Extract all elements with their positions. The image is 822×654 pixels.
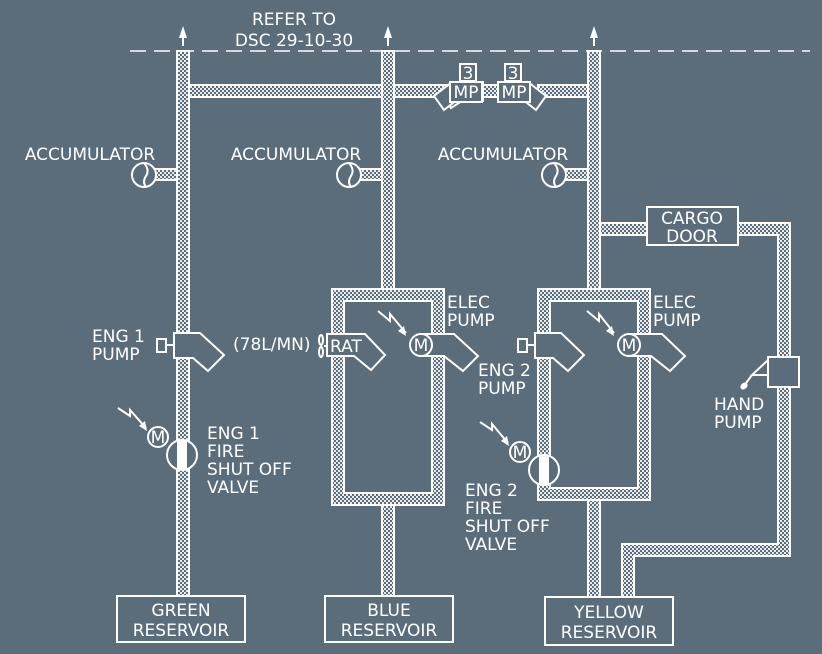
blue-elec-pump-line2: PUMP <box>447 311 495 331</box>
priority-valve-left-label: MP <box>454 83 479 103</box>
priority-valve-right-number: 3 <box>508 64 519 84</box>
yellow-pipe-lower <box>587 499 601 598</box>
yellow-fire-shutoff-valve-icon <box>479 421 560 486</box>
green-valve-motor-label: M <box>151 428 166 448</box>
cargo-door-box <box>646 206 739 246</box>
cargo-door-branch-left <box>599 222 649 236</box>
yellow-elec-pump-line2: PUMP <box>653 311 701 331</box>
priority-valve-left: MP 3 <box>432 63 484 112</box>
hand-pump-icon <box>740 356 800 390</box>
green-reservoir-line1: GREEN <box>151 601 210 621</box>
yellow-valve-line2: FIRE <box>465 499 502 519</box>
green-accumulator-label: ACCUMULATOR <box>25 145 156 165</box>
green-pipe-main <box>176 50 190 598</box>
blue-reservoir: BLUE RESERVOIR <box>324 595 454 643</box>
yellow-reservoir-line1: YELLOW <box>573 603 644 623</box>
blue-pipe-lower <box>381 504 395 598</box>
priority-valve-right-label: MP <box>502 83 527 103</box>
yellow-pump-line1: ENG 2 <box>478 361 531 381</box>
yellow-valve-line4: VALVE <box>465 535 517 555</box>
yellow-valve-line3: SHUT OFF <box>465 517 550 537</box>
blue-reservoir-line1: BLUE <box>367 601 410 621</box>
arrow-up-icon <box>384 26 392 46</box>
hand-pump-line1: HAND <box>714 395 764 415</box>
cargo-door-line1: CARGO <box>661 209 723 229</box>
priority-valve-right: MP 3 <box>497 63 548 112</box>
top-crossfeed-pipe-left <box>188 84 383 98</box>
blue-elec-motor-label: M <box>414 336 429 356</box>
green-fire-shutoff-valve-icon <box>117 407 198 471</box>
priority-valve-left-number: 3 <box>463 64 474 84</box>
cargo-door-line2: DOOR <box>666 227 718 247</box>
yellow-elec-pump-icon <box>586 310 687 373</box>
yellow-eng2-pump-icon <box>517 332 586 373</box>
rat-label: RAT <box>330 337 362 357</box>
green-accumulator-icon <box>131 162 157 188</box>
yellow-elec-motor-label: M <box>622 336 637 356</box>
arrow-up-icon <box>179 26 187 46</box>
yellow-pipe-upper <box>587 50 601 292</box>
green-pump-line2: PUMP <box>92 345 140 365</box>
reference-line2: DSC 29-10-30 <box>235 31 353 51</box>
green-valve-line4: VALVE <box>207 478 259 498</box>
blue-pump-loop <box>331 288 445 506</box>
blue-reservoir-line2: RESERVOIR <box>341 621 438 641</box>
yellow-elec-pump-line1: ELEC <box>653 293 696 313</box>
green-reservoir: GREEN RESERVOIR <box>116 595 246 643</box>
reference-line1: REFER TO <box>252 10 336 30</box>
rat-flow-rate: (78L/MN) <box>233 335 310 355</box>
green-valve-line1: ENG 1 <box>207 424 260 444</box>
blue-elec-pump-line1: ELEC <box>447 293 490 313</box>
rat-pump-icon <box>326 333 387 372</box>
yellow-valve-motor-label: M <box>513 443 528 463</box>
blue-elec-pump-icon <box>377 310 480 373</box>
green-reservoir-line2: RESERVOIR <box>133 621 230 641</box>
green-eng1-pump-icon <box>156 332 226 373</box>
blue-accumulator-icon <box>336 162 362 188</box>
arrow-up-icon <box>590 26 598 46</box>
yellow-reservoir: YELLOW RESERVOIR <box>544 596 674 646</box>
yellow-accumulator-label: ACCUMULATOR <box>438 145 569 165</box>
green-pump-line1: ENG 1 <box>92 327 145 347</box>
yellow-reservoir-line2: RESERVOIR <box>561 623 658 643</box>
blue-accumulator-label: ACCUMULATOR <box>231 145 362 165</box>
green-valve-line3: SHUT OFF <box>207 460 292 480</box>
yellow-valve-line1: ENG 2 <box>465 481 518 501</box>
blue-pipe-upper <box>381 50 395 292</box>
green-valve-line2: FIRE <box>207 442 244 462</box>
hand-pump-line2: PUMP <box>714 413 762 433</box>
yellow-accumulator-icon <box>541 162 567 188</box>
yellow-pump-line2: PUMP <box>478 379 526 399</box>
